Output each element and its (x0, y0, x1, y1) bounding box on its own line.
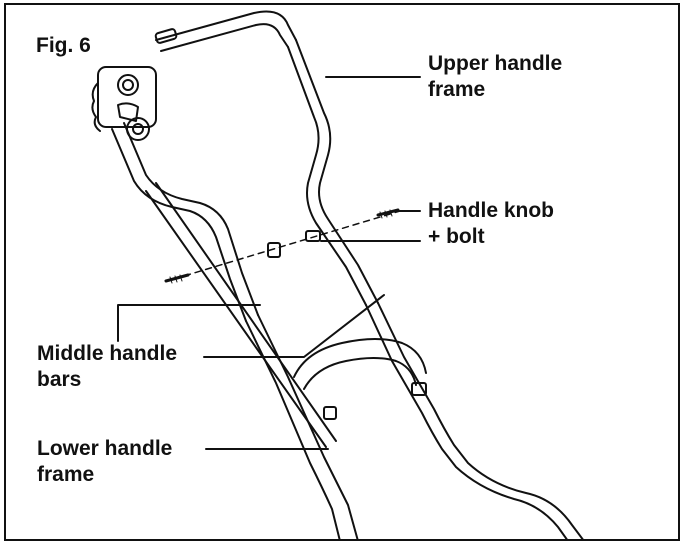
bolt-alignment-line (173, 210, 401, 280)
handle-knob-2 (305, 230, 321, 242)
control-knob (117, 74, 139, 96)
figure-title: Fig. 6 (36, 34, 91, 57)
leader-middle-bars-1 (117, 304, 261, 342)
label-handle-knob-bolt: Handle knob + bolt (428, 198, 554, 250)
label-upper-handle-frame-line2: frame (428, 78, 486, 101)
upper-frame-top-bar (155, 10, 297, 41)
upper-frame-left-rail-outer (123, 122, 259, 316)
figure-frame: Fig. 6 (4, 3, 680, 541)
label-upper-handle-frame-line1: Upper handle (428, 52, 563, 75)
label-middle-handle-bars-line1: Middle handle (37, 342, 178, 365)
lower-frame-crossbar-inner (303, 357, 417, 390)
handle-knob-3 (411, 382, 427, 396)
lower-frame-left-rail-outer (257, 314, 359, 539)
label-middle-handle-bars: Middle handle bars (37, 341, 177, 393)
label-upper-handle-frame: Upper handle frame (428, 51, 562, 103)
label-middle-handle-bars-line2: bars (37, 368, 82, 391)
upper-frame-top-bar-inner (160, 23, 289, 52)
label-lower-handle-frame: Lower handle frame (37, 436, 172, 488)
lower-frame-crossbar-outer (293, 338, 427, 378)
handle-grip (154, 28, 178, 44)
lower-bolt-thread (169, 274, 183, 284)
handle-knob-1 (267, 242, 281, 258)
handle-assembly-illustration (91, 10, 584, 539)
leader-middle-bars-2 (203, 294, 385, 358)
middle-handle-bar-2 (155, 182, 337, 442)
upper-bolt-thread (379, 209, 393, 219)
lower-frame-right-rail-inner (365, 304, 568, 539)
upper-frame-right-rail-outer (295, 39, 379, 304)
lower-frame-right-rail-outer (377, 302, 584, 539)
control-hub (126, 117, 150, 141)
control-spring (91, 82, 101, 132)
label-handle-knob-bolt-line2: + bolt (428, 225, 485, 248)
upper-frame-right-rail-inner (287, 46, 367, 306)
upper-bolt (376, 208, 400, 217)
lower-bolt (164, 273, 190, 283)
label-lower-handle-frame-line2: frame (37, 463, 95, 486)
label-lower-handle-frame-line1: Lower handle (37, 437, 173, 460)
middle-handle-bar-1 (145, 190, 327, 448)
handle-knob-4 (323, 406, 337, 420)
control-hub-inner (132, 123, 144, 135)
control-knob-inner (122, 79, 134, 91)
upper-frame-left-rail-inner (111, 128, 247, 322)
lower-frame-left-rail-inner (245, 320, 341, 539)
label-handle-knob-bolt-line1: Handle knob (428, 199, 555, 222)
